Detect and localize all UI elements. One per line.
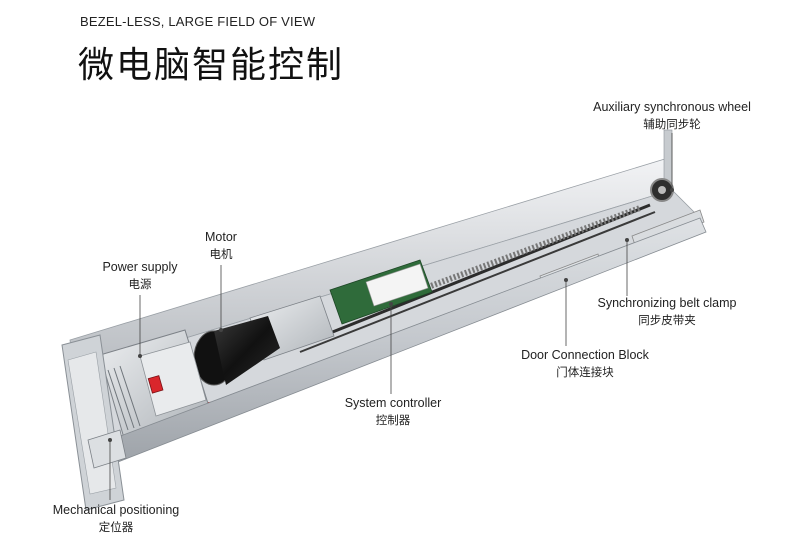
timing-belt — [299, 203, 651, 347]
callout-belt-clamp-cn: 同步皮带夹 — [638, 313, 696, 327]
motor-body — [214, 316, 280, 385]
callout-auxiliary-wheel-en: Auxiliary synchronous wheel — [593, 100, 751, 114]
controller-label — [365, 263, 429, 307]
callout-belt-clamp: Synchronizing belt clamp 同步皮带夹 — [592, 295, 742, 329]
callout-door-block: Door Connection Block 门体连接块 — [516, 347, 654, 381]
callout-motor-cn: 电机 — [209, 247, 233, 261]
power-supply-face — [139, 341, 207, 417]
callout-system-controller-en: System controller — [344, 396, 442, 410]
callout-system-controller-cn: 控制器 — [375, 413, 411, 427]
page-title: 微电脑智能控制 — [78, 45, 345, 86]
callout-power-supply: Power supply 电源 — [98, 259, 182, 293]
callout-mechanical-positioning: Mechanical positioning 定位器 — [48, 502, 184, 536]
timing-belt-lower — [299, 211, 656, 353]
callout-system-controller: System controller 控制器 — [343, 395, 443, 429]
callout-motor-en: Motor — [205, 230, 237, 244]
callout-auxiliary-wheel-cn: 辅助同步轮 — [643, 117, 701, 131]
callout-leaders — [109, 133, 673, 500]
callout-door-block-cn: 门体连接块 — [556, 365, 614, 379]
callout-auxiliary-wheel: Auxiliary synchronous wheel 辅助同步轮 — [592, 99, 752, 133]
leader-dots — [108, 188, 674, 442]
callout-mechanical-positioning-en: Mechanical positioning — [52, 503, 180, 517]
callout-motor: Motor 电机 — [196, 229, 246, 263]
heat-sink-fins — [107, 365, 141, 431]
page-subtitle: BEZEL-LESS, LARGE FIELD OF VIEW — [80, 14, 316, 29]
mechanical-positioner — [87, 429, 127, 469]
callout-belt-clamp-en: Synchronizing belt clamp — [597, 296, 737, 310]
callout-mechanical-positioning-cn: 定位器 — [98, 520, 134, 534]
callout-power-supply-en: Power supply — [102, 260, 178, 274]
callout-power-supply-cn: 电源 — [128, 277, 152, 291]
toothed-track — [418, 205, 642, 293]
callout-door-block-en: Door Connection Block — [521, 348, 649, 362]
power-switch — [147, 375, 164, 394]
